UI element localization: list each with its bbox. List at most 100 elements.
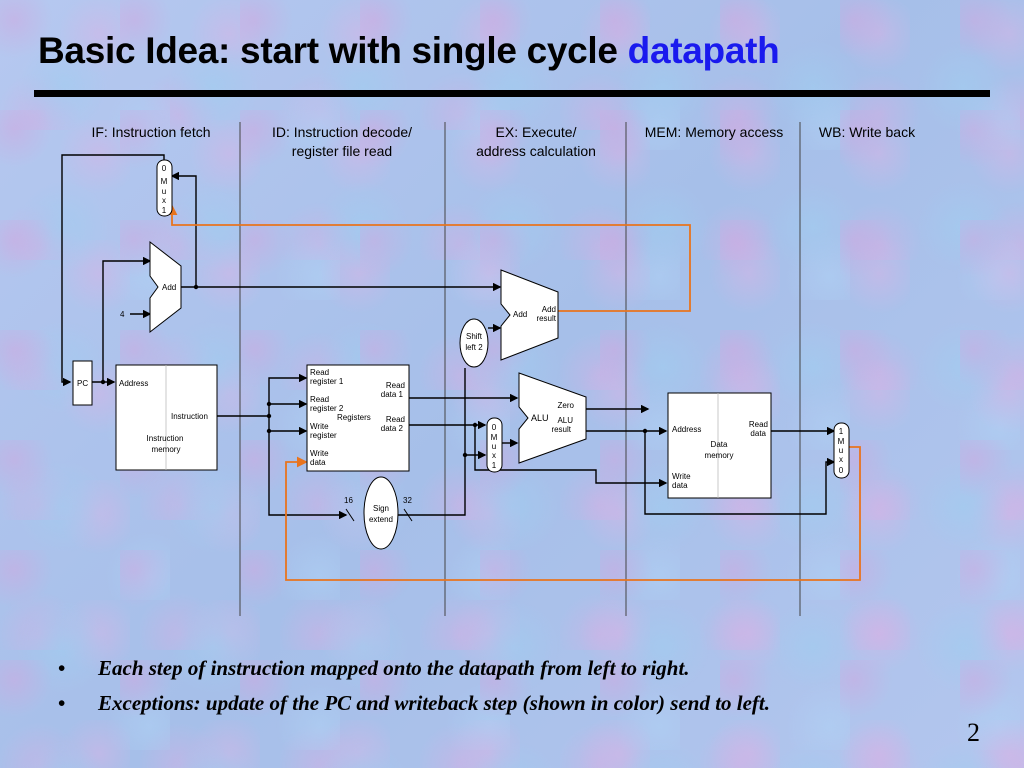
alu-body [518, 372, 587, 464]
alu-src-mux: 0 M u x 1 [486, 417, 503, 473]
stage-if-label: IF: Instruction fetch [91, 124, 210, 140]
stage-wb-label: WB: Write back [819, 124, 916, 140]
pc-mux: 0 M u x 1 [156, 159, 173, 217]
junction-dot [472, 422, 478, 428]
pc-mux-label: 0 [162, 164, 167, 173]
pc-adder: Add [149, 240, 182, 334]
slide-title-highlight: datapath [627, 30, 780, 71]
wire-branch-to-pc-mux [166, 204, 691, 312]
constant-four: 4 [120, 310, 125, 319]
pc-mux-label: u [162, 187, 166, 196]
alu-mux-label: x [492, 451, 496, 460]
sign-extend-body [363, 476, 399, 550]
highlighted-paths [166, 204, 861, 581]
bullet-item: • Exceptions: update of the PC and writeb… [58, 691, 770, 716]
stage-ex-label: EX: Execute/address calculation [476, 124, 596, 159]
bullet-text: Each step of instruction mapped onto the… [98, 656, 690, 680]
sign-extend-out-width: 32 [403, 496, 412, 505]
junction-dot [266, 428, 272, 434]
bullet-dot: • [58, 691, 66, 715]
alu-zero-label: Zero [558, 401, 575, 410]
branch-adder-label: Add [513, 310, 527, 319]
wb-mux-label: 0 [839, 466, 844, 475]
register-file-body [306, 364, 410, 472]
junction-dot [193, 284, 199, 290]
junction-dot [100, 379, 106, 385]
stage-id-label: ID: Instruction decode/register file rea… [272, 124, 412, 159]
wb-mux-label: 1 [839, 427, 844, 436]
bullet-item: • Each step of instruction mapped onto th… [58, 656, 770, 681]
pc-register-body [72, 360, 93, 406]
alu-mux-label: 1 [492, 461, 497, 470]
wb-mux-label: M [838, 437, 845, 446]
sign-extend-in-width: 16 [344, 496, 353, 505]
alu-mux-label: M [491, 433, 498, 442]
bullet-text: Exceptions: update of the PC and writeba… [98, 691, 771, 715]
pc-adder-label: Add [162, 283, 176, 292]
bullet-dot: • [58, 656, 66, 680]
width-slash [345, 508, 355, 522]
wire-writeback [285, 446, 861, 581]
slide-title: Basic Idea: start with single cycle data… [38, 30, 780, 72]
wire-instr-rr1 [268, 373, 308, 416]
junction-dot [266, 401, 272, 407]
wire-signext-out [398, 368, 466, 516]
writeback-mux: 1 M u x 0 [833, 422, 850, 479]
pc-mux-body [156, 159, 173, 217]
pc-mux-label: x [162, 196, 166, 205]
stage-dividers [239, 122, 801, 616]
junction-dot [642, 428, 648, 434]
stage-headers: IF: Instruction fetch ID: Instruction de… [91, 124, 916, 159]
alu-label: ALU [531, 413, 549, 423]
pc-mux-label: M [161, 177, 168, 186]
alu-mux-label: 0 [492, 423, 497, 432]
pc-register: PC [72, 360, 93, 406]
pc-adder-body [149, 240, 182, 334]
shift-left-2-body [459, 318, 489, 368]
imem-address-label: Address [119, 379, 148, 388]
slide-title-main: Basic Idea: start with single cycle [38, 30, 628, 71]
width-slash [403, 508, 413, 522]
writeback-mux-body [833, 422, 850, 479]
stage-mem-label: MEM: Memory access [645, 124, 783, 140]
wire-junctions [100, 284, 648, 458]
imem-instruction-label: Instruction [171, 412, 208, 421]
slide-number: 2 [967, 718, 980, 747]
wire-pc-to-adder [102, 256, 152, 382]
datapath-diagram: IF: Instruction fetch ID: Instruction de… [61, 122, 916, 616]
instruction-memory-body [115, 364, 218, 471]
wire-instruction-bus [217, 415, 348, 520]
junction-dot [266, 413, 272, 419]
pc-register-label: PC [77, 379, 88, 388]
wb-mux-label: u [839, 446, 843, 455]
pc-mux-label: 1 [162, 206, 167, 215]
wb-mux-label: x [839, 455, 843, 464]
data-memory-body [667, 392, 772, 499]
branch-adder-body [500, 269, 559, 361]
title-rule [34, 90, 990, 97]
wire-alu-bypass [644, 431, 836, 515]
alu-src-mux-body [486, 417, 503, 473]
wire-rd2-to-dmem [474, 425, 668, 488]
wire-pcplus4-to-mux [170, 171, 197, 288]
reg-name-label: Registers [337, 413, 371, 422]
